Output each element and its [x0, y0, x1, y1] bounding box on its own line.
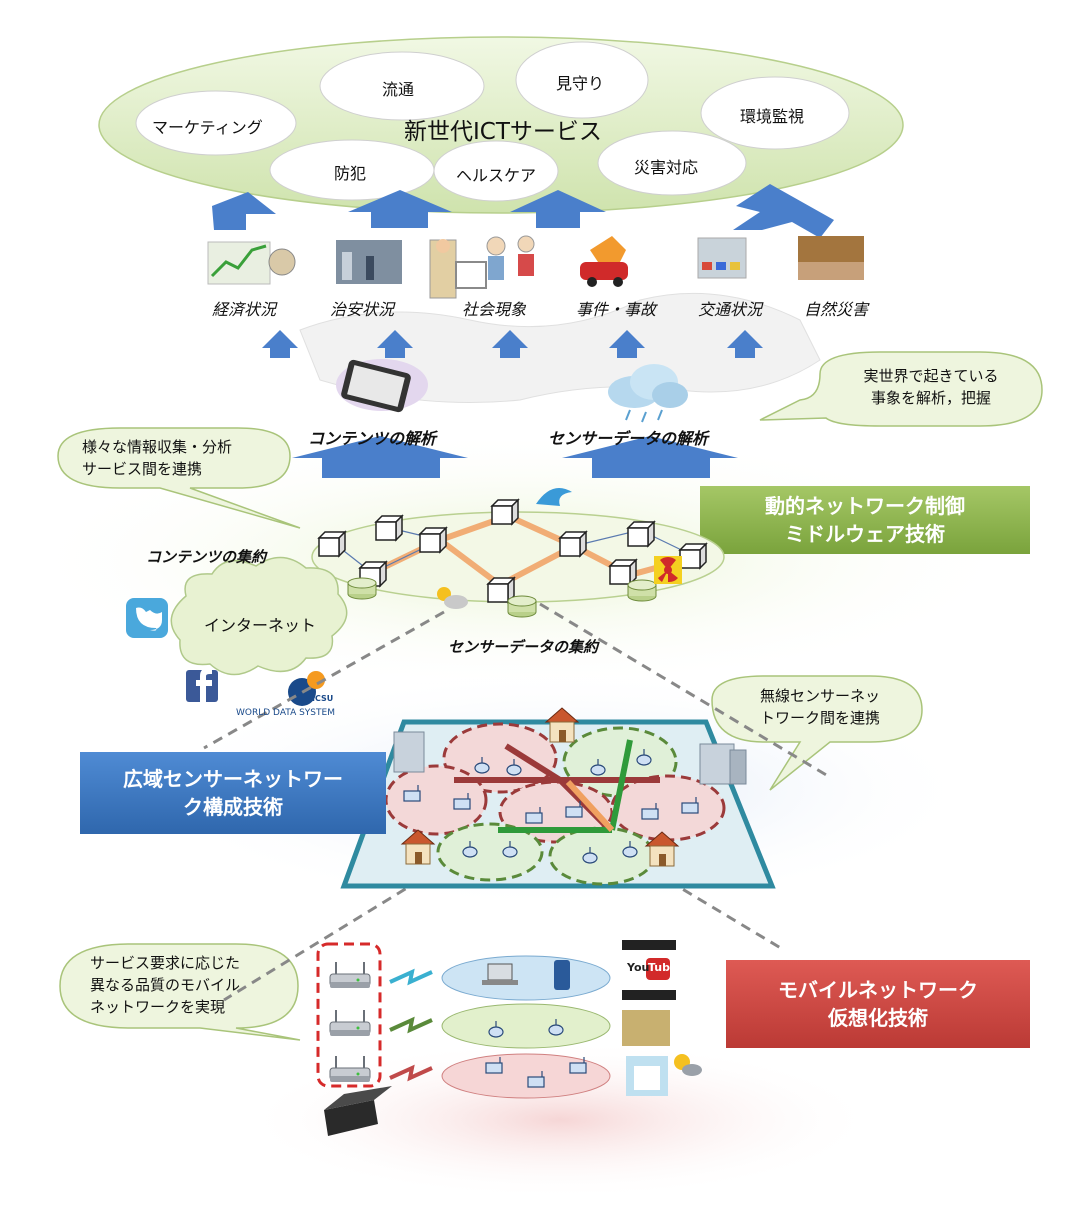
tablet-icon	[336, 359, 428, 413]
service-bubbles	[135, 41, 850, 202]
wireless-callout-line1: 無線センサーネッ	[759, 687, 880, 705]
wireless-callout: 無線センサーネッ トワーク間を連携	[720, 685, 920, 729]
service-healthcare: ヘルスケア	[456, 166, 537, 185]
service-callout: サービス要求に応じた 異なる品質のモバイル ネットワークを実現	[70, 952, 292, 1018]
service-callout-line2: 異なる品質のモバイル	[90, 976, 241, 994]
category-economy: 経済状況	[212, 300, 277, 319]
collect-callout-line2: サービス間を連携	[82, 460, 203, 478]
sensor-aggregation-label: センサーデータの集約	[448, 638, 599, 656]
service-crime-prevention: 防犯	[334, 164, 367, 183]
category-traffic: 交通状況	[698, 300, 763, 319]
category-images	[207, 235, 864, 299]
service-marketing: マーケティング	[152, 118, 263, 137]
mobile-tag: モバイルネットワーク 仮想化技術	[726, 960, 1030, 1048]
category-incident: 事件・事故	[576, 300, 657, 319]
realworld-callout: 実世界で起きている 事象を解析，把握	[826, 365, 1036, 409]
youtube-logo-tube: Tube	[648, 961, 678, 974]
japan-map-outline	[299, 292, 821, 403]
base-station	[324, 1086, 392, 1136]
callout-bubbles	[57, 351, 1043, 1041]
twitter-icon	[126, 598, 168, 638]
middleware-tag-line2: ミドルウェア技術	[785, 522, 945, 546]
wide-area-tag: 広域センサーネットワー ク構成技術	[80, 752, 386, 834]
traffic-photo	[697, 237, 747, 279]
collect-callout-line1: 様々な情報収集・分析	[82, 438, 233, 456]
virtual-networks	[441, 955, 611, 1099]
radiation-icon	[654, 556, 682, 584]
router-group-frame	[316, 942, 382, 1088]
collect-callout: 様々な情報収集・分析 サービス間を連携	[62, 436, 288, 480]
wide-area-tag-bg	[80, 752, 386, 834]
service-callout-line3: ネットワークを実現	[90, 998, 226, 1016]
economy-photo	[207, 241, 296, 285]
accident-photo	[580, 236, 628, 287]
sensor-analysis-label: センサーデータの解析	[548, 429, 709, 448]
wide-area-tag-line2: ク構成技術	[183, 795, 283, 819]
upward-arrows-top	[212, 184, 834, 238]
sensor-links	[454, 739, 660, 833]
wds-logo-text1: ICSU	[312, 694, 334, 703]
ict-services-title: 新世代ICTサービス	[404, 119, 602, 145]
mobile-glow	[240, 1040, 880, 1200]
service-environment: 環境監視	[740, 107, 805, 126]
middleware-tag: 動的ネットワーク制御 ミドルウェア技術	[700, 486, 1030, 554]
realworld-callout-line2: 事象を解析，把握	[870, 389, 991, 407]
mobile-devices	[482, 960, 587, 1088]
wave-icon	[536, 488, 572, 506]
youtube-logo-you: You	[627, 961, 650, 974]
wireless-callout-line2: トワーク間を連携	[759, 709, 880, 727]
internet-label: インターネット	[204, 616, 317, 635]
realworld-callout-line1: 実世界で起きている	[863, 367, 999, 385]
service-monitoring: 見守り	[556, 74, 605, 93]
service-callout-line1: サービス要求に応じた	[90, 954, 241, 972]
mobile-tag-bg	[726, 960, 1030, 1048]
mobile-tag-line1: モバイルネットワーク	[778, 978, 978, 1002]
security-photo	[336, 240, 402, 284]
wide-area-tag-line1: 広域センサーネットワー	[123, 767, 343, 791]
category-security: 治安状況	[330, 300, 395, 319]
category-natural-disaster: 自然災害	[804, 300, 869, 319]
wireless-bolts	[389, 968, 433, 1082]
weather-icon	[437, 587, 468, 609]
analysis-arrows	[292, 436, 738, 478]
wds-logo-text2: WORLD DATA SYSTEM	[236, 708, 335, 718]
contents-aggregation-label: コンテンツの集約	[146, 548, 267, 566]
disaster-photo	[798, 236, 864, 280]
mobile-tag-line2: 仮想化技術	[828, 1006, 928, 1030]
rain-cloud-icon	[608, 364, 688, 423]
facebook-icon	[186, 668, 218, 702]
internet-cloud	[170, 556, 348, 676]
social-photo	[429, 235, 535, 299]
office-buildings	[393, 731, 747, 785]
service-distribution: 流通	[382, 80, 415, 99]
film-strips	[622, 940, 702, 1096]
middleware-tag-bg	[700, 486, 1030, 554]
category-social: 社会現象	[462, 300, 527, 319]
middleware-tag-line1: 動的ネットワーク制御	[765, 494, 965, 518]
contents-analysis-label: コンテンツの解析	[308, 429, 437, 448]
service-disaster-response: 災害対応	[634, 158, 699, 177]
